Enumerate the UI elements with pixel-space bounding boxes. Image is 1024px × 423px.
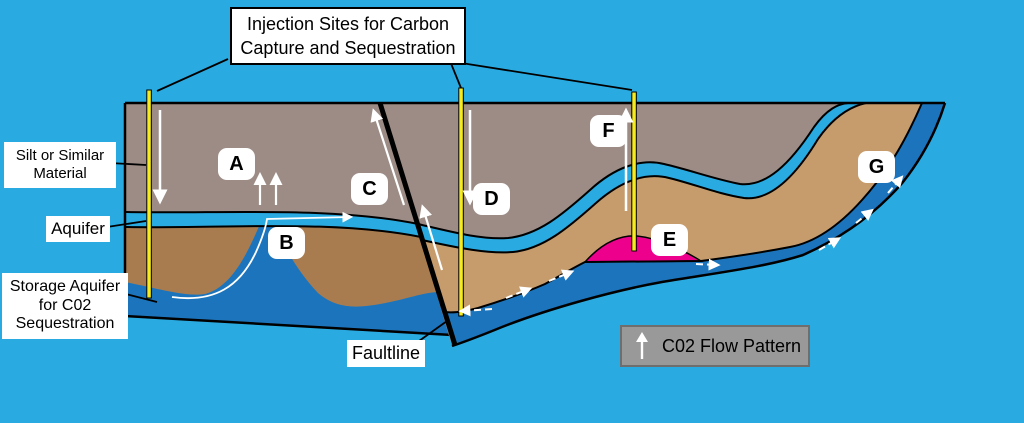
co2-flow-arrows — [152, 107, 904, 317]
flow-arrow-up-fault-left — [370, 108, 406, 206]
connector-faultline — [418, 320, 448, 342]
connector-silt — [109, 162, 147, 166]
aquifer-top-line-left — [124, 210, 419, 225]
label-storage-aquifer: Storage Aquifer for C02 Sequestration — [2, 273, 128, 339]
flow-arrow-up-fault-right — [419, 204, 444, 271]
flow-dash-left — [458, 304, 493, 317]
marker-a: A — [218, 148, 255, 180]
injection-well-1 — [146, 89, 152, 299]
marker-d: D — [473, 183, 510, 215]
connector-title-well1 — [156, 58, 229, 92]
flow-dash-4 — [818, 237, 842, 251]
tan-layer-right — [422, 103, 922, 313]
silt-layer-left — [125, 103, 418, 224]
marker-b: B — [268, 227, 305, 259]
connector-title-well2 — [449, 60, 462, 89]
flow-dash-2 — [548, 269, 575, 282]
faultline — [377, 102, 458, 346]
label-faultline: Faultline — [347, 340, 425, 367]
storage-flow-dashes — [458, 175, 904, 317]
marker-f: F — [590, 115, 627, 147]
flow-path-b — [171, 211, 354, 299]
flow-dash-1 — [505, 286, 533, 299]
injection-well-3 — [631, 91, 637, 252]
flow-dash-6 — [887, 175, 904, 194]
aquifer-bottom-line-right — [421, 102, 867, 254]
right-block-outer-border — [451, 102, 947, 348]
aquifer-bottom-line-left — [124, 225, 422, 238]
label-silt: Silt or Similar Material — [4, 142, 116, 188]
injection-well-2 — [458, 87, 464, 317]
marker-c: C — [351, 173, 388, 205]
title-injection-sites: Injection Sites for Carbon Capture and S… — [230, 7, 466, 65]
connector-title-well3 — [454, 61, 633, 91]
legend-label: C02 Flow Pattern — [662, 335, 802, 356]
co2-up-arrow-icon — [636, 332, 648, 359]
storage-aquifer-left — [125, 218, 452, 334]
storage-aquifer-right — [445, 103, 945, 346]
marker-g: G — [858, 151, 895, 183]
legend-co2-flow: C02 Flow Pattern — [620, 325, 810, 367]
flow-dash-5 — [855, 208, 874, 224]
marker-e: E — [651, 224, 688, 256]
flow-dash-3 — [695, 258, 721, 271]
aquifer-top-line-right — [417, 102, 849, 240]
label-aquifer: Aquifer — [46, 216, 110, 242]
connector-aquifer — [106, 220, 147, 228]
